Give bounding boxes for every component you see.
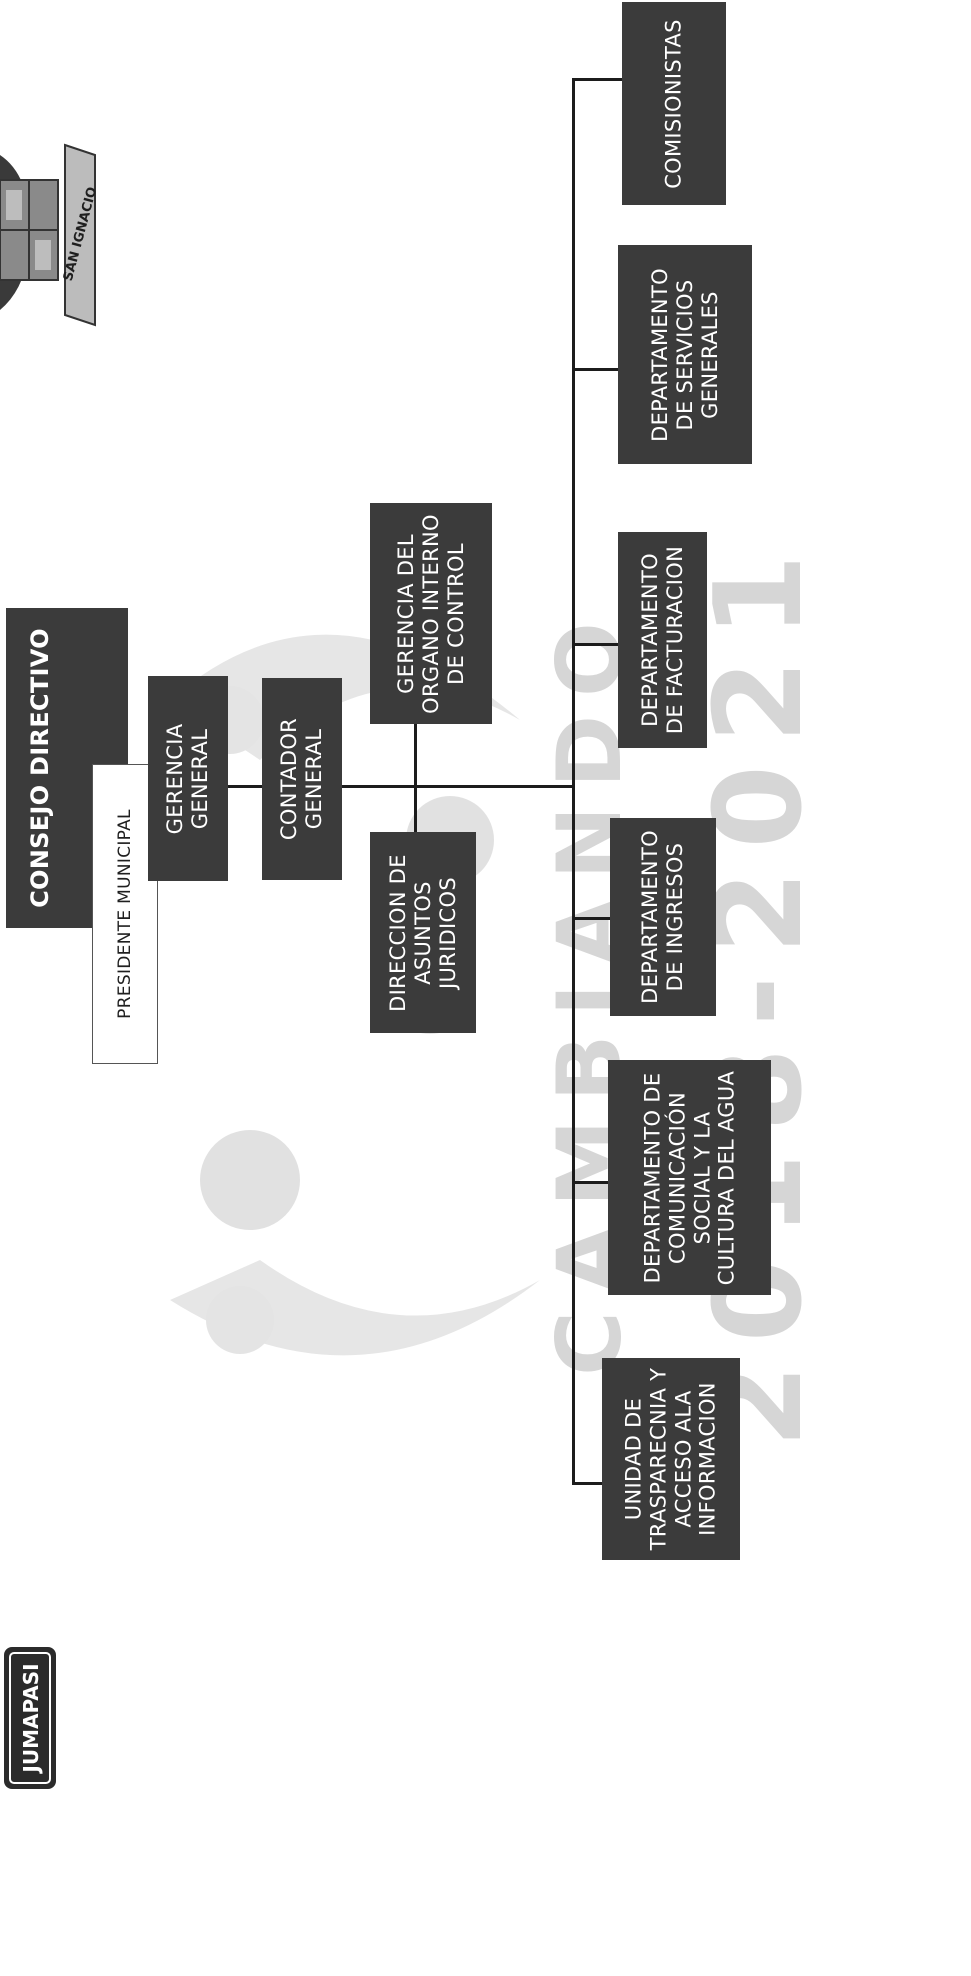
transparencia-line2: TRASPARECNIA Y [646, 1367, 671, 1551]
connector-line [572, 78, 622, 81]
connector-line [572, 368, 618, 371]
watermark-figure-head [200, 1130, 300, 1230]
ingresos-line2: DE INGRESOS [663, 842, 687, 992]
servicios-line1: DEPARTAMENTO [647, 267, 672, 442]
gerencia-general-line2: GENERAL [188, 728, 212, 829]
contador-general-line1: CONTADOR [277, 717, 302, 841]
transparencia-box: UNIDAD DE TRASPARECNIA Y ACCESO ALA INFO… [602, 1358, 740, 1560]
consejo-directivo-title: CONSEJO DIRECTIVO [25, 628, 54, 908]
connector-line [414, 724, 417, 834]
presidente-municipal-label: PRESIDENTE MUNICIPAL [92, 764, 158, 1064]
connector-line [572, 917, 610, 920]
watermark-figure-head [206, 1286, 274, 1354]
transparencia-line3: ACCESO ALA [671, 1390, 695, 1528]
organo-interno-box: GERENCIA DEL ORGANO INTERNO DE CONTROL [370, 503, 492, 724]
servicios-line2: DE SERVICIOS [672, 278, 697, 431]
organo-interno-line1: GERENCIA DEL [393, 533, 418, 694]
comunicacion-box: DEPARTAMENTO DE COMUNICACIÓN SOCIAL Y LA… [608, 1060, 771, 1295]
servicios-generales-box: DEPARTAMENTO DE SERVICIOS GENERALES [618, 245, 752, 464]
transparencia-line4: INFORMACION [695, 1382, 720, 1536]
asuntos-juridicos-line2: ASUNTOS [410, 880, 435, 985]
comisionistas-line1: COMISIONISTAS [661, 18, 686, 189]
facturacion-line1: DEPARTAMENTO [637, 553, 662, 727]
jumapasi-logo: JUMAPASI [4, 1647, 56, 1789]
asuntos-juridicos-line3: JURIDICOS [435, 876, 460, 989]
connector-line [572, 78, 575, 1485]
connector-line [572, 1181, 608, 1184]
comunicacion-line1: DEPARTAMENTO DE [639, 1072, 664, 1283]
transparencia-line1: UNIDAD DE [621, 1397, 646, 1521]
presidente-municipal-text: PRESIDENTE MUNICIPAL [114, 809, 135, 1019]
comunicacion-line2: COMUNICACIÓN [664, 1091, 689, 1264]
connector-line [342, 785, 574, 788]
jumapasi-text: JUMAPASI [19, 1663, 43, 1774]
gerencia-general-box: GERENCIA GENERAL [148, 676, 228, 881]
comunicacion-line4: CULTURA DEL AGUA [714, 1070, 739, 1285]
connector-line [228, 785, 262, 788]
contador-general-box: CONTADOR GENERAL [262, 678, 342, 880]
connector-line [572, 643, 618, 646]
contador-general-line2: GENERAL [302, 728, 326, 830]
servicios-line3: GENERALES [697, 290, 722, 419]
ingresos-line1: DEPARTAMENTO [638, 830, 663, 1004]
comunicacion-line3: SOCIAL Y LA [689, 1111, 714, 1244]
comisionistas-box: COMISIONISTAS [622, 2, 726, 205]
facturacion-line2: DE FACTURACION [662, 545, 687, 735]
facturacion-box: DEPARTAMENTO DE FACTURACION [618, 532, 707, 748]
organo-interno-line3: DE CONTROL [443, 542, 468, 685]
organo-interno-line2: ORGANO INTERNO [418, 513, 443, 714]
asuntos-juridicos-line1: DIRECCION DE [385, 853, 410, 1012]
connector-line [572, 1482, 602, 1485]
gerencia-general-line1: GERENCIA [163, 723, 188, 834]
ingresos-box: DEPARTAMENTO DE INGRESOS [610, 818, 716, 1016]
san-ignacio-logo: SAN IGNACIO [0, 143, 100, 327]
asuntos-juridicos-box: DIRECCION DE ASUNTOS JURIDICOS [370, 832, 476, 1033]
